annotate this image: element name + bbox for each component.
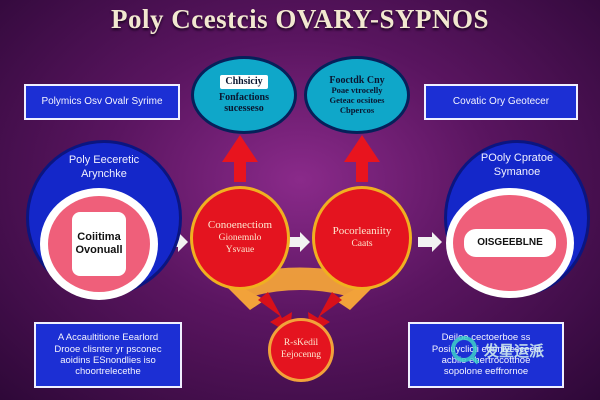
diagram-title: Poly Ccestcis OVARY-SYPNOS: [110, 4, 490, 34]
top-right-box-label: Covatic Ory Geotecer: [452, 96, 550, 107]
red-circle-left: Conoenectiom Gionemnlo Ysvaue: [190, 186, 290, 290]
arrow-up-right: [344, 135, 380, 182]
watermark-text: 发星运派: [484, 341, 545, 360]
bottom-right-line1: Deiloe cectoerboe ss: [441, 332, 531, 344]
left-pink-disc: Coiitima Ovonuall: [48, 196, 150, 292]
top-left-box-label: Polymics Osv Ovalr Syrime: [41, 96, 163, 107]
red-left-line1: Conoenectiom: [207, 219, 273, 232]
bubble-left: Chhsiciy Fonfactions sucesseso: [191, 56, 297, 134]
red-left-line3: Ysvaue: [225, 244, 255, 255]
red-bottom-line2: Eejocenng: [280, 350, 322, 360]
bubble-right-line2: Poae vtrocelly: [331, 85, 383, 96]
watermark: 发星运派: [450, 330, 580, 370]
right-circle-line1: POoly Cpratoe: [480, 152, 554, 164]
left-center-line2: Ovonuall: [75, 244, 123, 256]
right-circle-line2: Symanoe: [493, 165, 541, 178]
red-right-line1: Pocorleaniity: [332, 225, 392, 238]
bubble-right-line1: Fooctdk Cny: [329, 74, 385, 86]
bottom-left-line3: aoidins ESnondlies iso: [60, 355, 156, 366]
bottom-left-line2: Drooe clisnter yr psconec: [54, 343, 162, 355]
bottom-left-box: A Accaultitione Eearlord Drooe clisnter …: [34, 322, 182, 388]
red-circle-right: Pocorleaniity Caats: [312, 186, 412, 290]
left-pink-ring: Coiitima Ovonuall: [40, 188, 158, 300]
bubble-right-line4: Cbpercos: [339, 104, 375, 115]
bottom-left-line4: choortrelecethe: [75, 366, 141, 378]
left-center-line1: Coiitima: [77, 230, 121, 243]
right-center-label: OISGEEBLNE: [464, 229, 556, 257]
bubble-left-line2: Fonfactions: [219, 91, 269, 103]
bottom-right-line2: Posiuyclicti eonnivesceed: [431, 343, 541, 355]
red-bottom-line1: R-sKedil: [283, 338, 319, 349]
watermark-logo-icon: [451, 336, 480, 365]
bubble-left-line1: Chhsiciy: [220, 75, 268, 89]
right-pink-disc: OISGEEBLNE: [453, 195, 567, 291]
left-circle-line2: Arynchke: [81, 167, 127, 180]
bottom-right-line3: acbiie ehertrocotthoe: [441, 355, 531, 366]
bubble-right-line3: Geteac ocsitoes: [329, 94, 385, 105]
arrow-right-2: [287, 232, 310, 252]
arrow-right-3: [418, 232, 442, 252]
arrow-up-left: [222, 135, 258, 182]
bottom-right-line4: sopolone eeffrornoe: [443, 366, 529, 378]
bottom-right-box: Deiloe cectoerboe ss Posiuyclicti eonniv…: [408, 322, 564, 388]
bubble-right: Fooctdk Cny Poae vtrocelly Geteac ocsito…: [304, 56, 410, 134]
left-blue-circle-label: Poly Eeceretic Arynchke: [46, 154, 162, 182]
bubble-left-line3: sucesseso: [224, 103, 264, 115]
left-circle-line1: Poly Eeceretic: [68, 154, 140, 166]
red-left-line2: Gionemnlo: [218, 233, 262, 243]
red-circle-bottom: R-sKedil Eejocenng: [268, 318, 334, 382]
right-center-text: OISGEEBLNE: [477, 237, 543, 248]
left-center-label: Coiitima Ovonuall: [72, 212, 126, 276]
top-left-box: Polymics Osv Ovalr Syrime: [24, 84, 180, 120]
right-pink-ring: OISGEEBLNE: [446, 188, 574, 298]
bottom-left-line1: A Accaultitione Eearlord: [57, 332, 159, 344]
red-right-line2: Caats: [351, 238, 373, 249]
top-right-box: Covatic Ory Geotecer: [424, 84, 578, 120]
right-blue-circle-label: POoly Cpratoe Symanoe: [458, 152, 576, 180]
